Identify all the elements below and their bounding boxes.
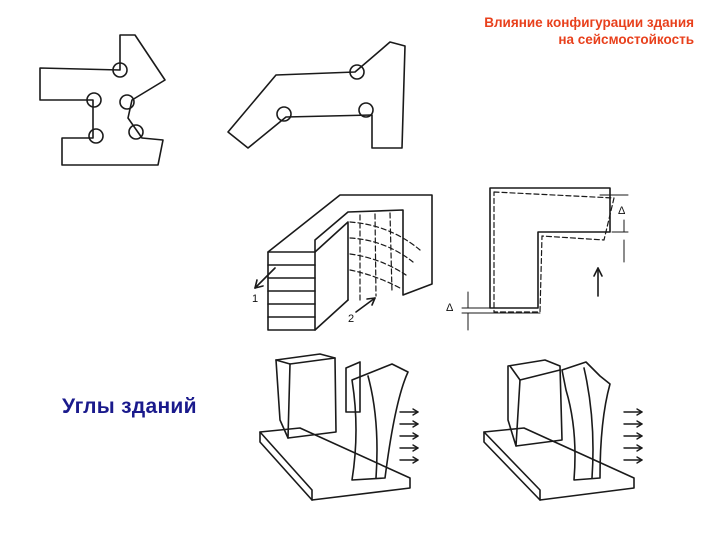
block-curved xyxy=(351,363,409,481)
blocks-on-base-right xyxy=(483,359,643,501)
base-plate xyxy=(259,427,411,501)
caption-building-corners: Углы зданий xyxy=(62,395,197,418)
joint-circle xyxy=(276,106,292,122)
l-plan-deformation: Δ Δ xyxy=(446,187,629,331)
block-straight-deformed xyxy=(507,359,563,447)
label-arrow-1: 1 xyxy=(252,293,258,305)
arrow-2 xyxy=(355,297,376,313)
plan-irregular-1 xyxy=(39,34,166,166)
joint-circle xyxy=(119,94,135,110)
joint-circle xyxy=(349,64,365,80)
block-curved-deformed xyxy=(561,361,611,481)
label-delta-bottom: Δ xyxy=(446,302,454,314)
deformation-lines xyxy=(349,212,421,301)
joint-circle xyxy=(358,102,374,118)
joint-circle xyxy=(88,128,104,144)
arrow-1 xyxy=(254,267,276,289)
slide-title: Влияние конфигурации здания на сейсмосто… xyxy=(374,14,694,48)
blocks-on-base-left xyxy=(259,353,419,501)
title-line-2: на сейсмостойкость xyxy=(558,32,694,47)
title-line-1: Влияние конфигурации здания xyxy=(484,15,694,30)
deformed-outline xyxy=(493,191,615,313)
plan-irregular-2 xyxy=(227,41,406,149)
block-straight xyxy=(275,353,337,439)
force-arrows-right xyxy=(623,408,643,464)
label-arrow-2: 2 xyxy=(348,313,354,325)
base-plate xyxy=(483,427,635,501)
joint-circle xyxy=(86,92,102,108)
joint-circle xyxy=(128,124,144,140)
isometric-l-building: 1 2 xyxy=(252,194,433,331)
force-arrows-left xyxy=(399,408,419,464)
joint-circle xyxy=(112,62,128,78)
label-delta-top: Δ xyxy=(618,205,626,217)
